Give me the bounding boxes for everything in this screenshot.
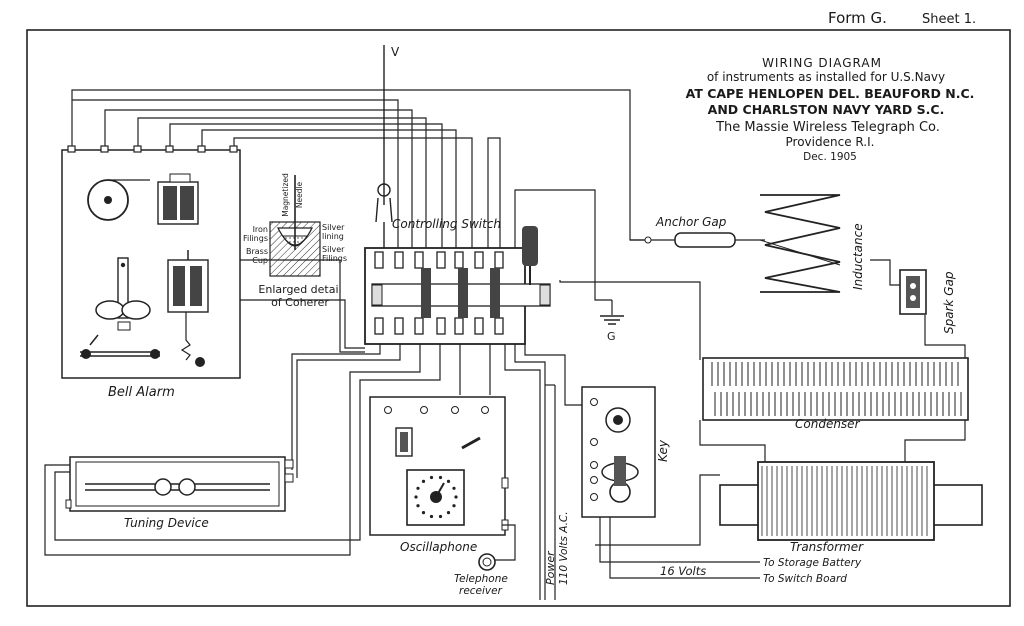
telephone-receiver: Telephone receiver	[454, 524, 516, 597]
dial-dot	[429, 475, 434, 480]
dial-ring	[414, 475, 458, 519]
transformer-winding	[761, 466, 928, 536]
key-label: Key	[656, 439, 670, 462]
dial-dot	[421, 479, 426, 483]
bell-alarm-label: Bell Alarm	[108, 385, 175, 400]
needle-label-2: Needle	[295, 181, 304, 208]
coherer-caption-1: Enlarged detail	[258, 283, 341, 296]
telegraph-key: Key	[581, 386, 670, 518]
dial-dot	[421, 510, 426, 515]
dial-dot	[438, 475, 443, 480]
antenna-label: V	[391, 45, 400, 59]
storage-battery-label: To Storage Battery	[763, 557, 862, 569]
sheet-label: Sheet 1.	[922, 12, 976, 27]
brass-cup-label-1: Brass	[246, 247, 268, 256]
spark-gap: Spark Gap	[899, 269, 956, 334]
tuning-device-label: Tuning Device	[124, 516, 209, 530]
coherer-caption-2: of Coherer	[271, 296, 329, 309]
dial-dot	[438, 514, 443, 519]
dial-dot	[446, 479, 451, 483]
switch-board-label: To Switch Board	[763, 573, 847, 585]
transformer: Transformer	[719, 461, 983, 554]
tuning-device: Tuning Device	[65, 456, 294, 530]
bell-alarm-board	[61, 149, 241, 379]
form-label: Form G.	[828, 9, 887, 27]
iron-filings-label-1: Iron	[253, 225, 268, 234]
bell-icon	[87, 179, 150, 221]
bell-magnet-icon	[157, 173, 199, 225]
spark-gap-label: Spark Gap	[942, 271, 956, 334]
power-label-2: 110 Volts A.C.	[558, 511, 570, 585]
bell-alarm: Bell Alarm	[61, 145, 241, 400]
dial-dot	[416, 486, 420, 490]
anchor-gap-label: Anchor Gap	[655, 215, 727, 229]
inductance-coil: Inductance	[759, 194, 865, 293]
silver-lining-label-2: lining	[322, 232, 344, 241]
ground-symbol: G	[600, 315, 624, 343]
telephone-label-2: receiver	[459, 585, 503, 597]
condenser-plates	[711, 362, 962, 416]
dial-dot	[446, 510, 451, 515]
anchor-gap: Anchor Gap	[630, 215, 765, 248]
title-line-6: Providence R.I.	[786, 135, 875, 149]
condenser-label: Condenser	[795, 417, 861, 431]
dial-dot	[454, 495, 458, 499]
dial-dot	[414, 495, 418, 499]
controlling-switch-label: Controlling Switch	[392, 217, 501, 231]
dial-dot	[429, 514, 434, 519]
oscillaphone: Oscillaphone	[369, 396, 509, 554]
title-line-3: AT CAPE HENLOPEN DEL. BEAUFORD N.C.	[686, 86, 975, 101]
iron-filings-label-2: Filings	[243, 234, 268, 243]
dial-dot	[416, 504, 420, 508]
silver-filings-label-2: Filings	[322, 254, 347, 263]
condenser: Condenser	[702, 357, 969, 431]
silver-filings-label-1: Silver	[322, 245, 345, 254]
transformer-label: Transformer	[790, 540, 864, 554]
volts-16-label: 16 Volts	[660, 564, 706, 578]
sheet-border	[26, 29, 1011, 607]
relay-icon	[167, 250, 209, 367]
title-line-5: The Massie Wireless Telegraph Co.	[715, 120, 940, 135]
armature-icon	[80, 257, 160, 359]
title-line-7: Dec. 1905	[803, 151, 857, 163]
title-line-4: AND CHARLSTON NAVY YARD S.C.	[708, 102, 945, 117]
ground-label: G	[607, 330, 616, 343]
power-label-1: Power	[544, 550, 557, 585]
antenna: V	[375, 45, 400, 250]
dial-dot	[452, 504, 456, 508]
silver-lining-label-1: Silver	[322, 223, 345, 232]
title-line-1: WIRING DIAGRAM	[762, 56, 882, 70]
controlling-switch: Controlling Switch	[364, 217, 551, 345]
telephone-label-1: Telephone	[454, 573, 508, 585]
dial-dot	[452, 486, 456, 490]
lower-wire-bundle	[44, 259, 966, 600]
oscillaphone-label: Oscillaphone	[400, 540, 477, 554]
title-block: WIRING DIAGRAM of instruments as install…	[686, 56, 975, 163]
inductance-label: Inductance	[851, 223, 865, 290]
switch-motor-icon	[522, 226, 538, 285]
title-line-2: of instruments as installed for U.S.Navy	[707, 70, 945, 84]
coherer-detail: Magnetized Needle Iron Filings Brass Cup…	[243, 173, 347, 309]
needle-label-1: Magnetized	[281, 173, 290, 217]
